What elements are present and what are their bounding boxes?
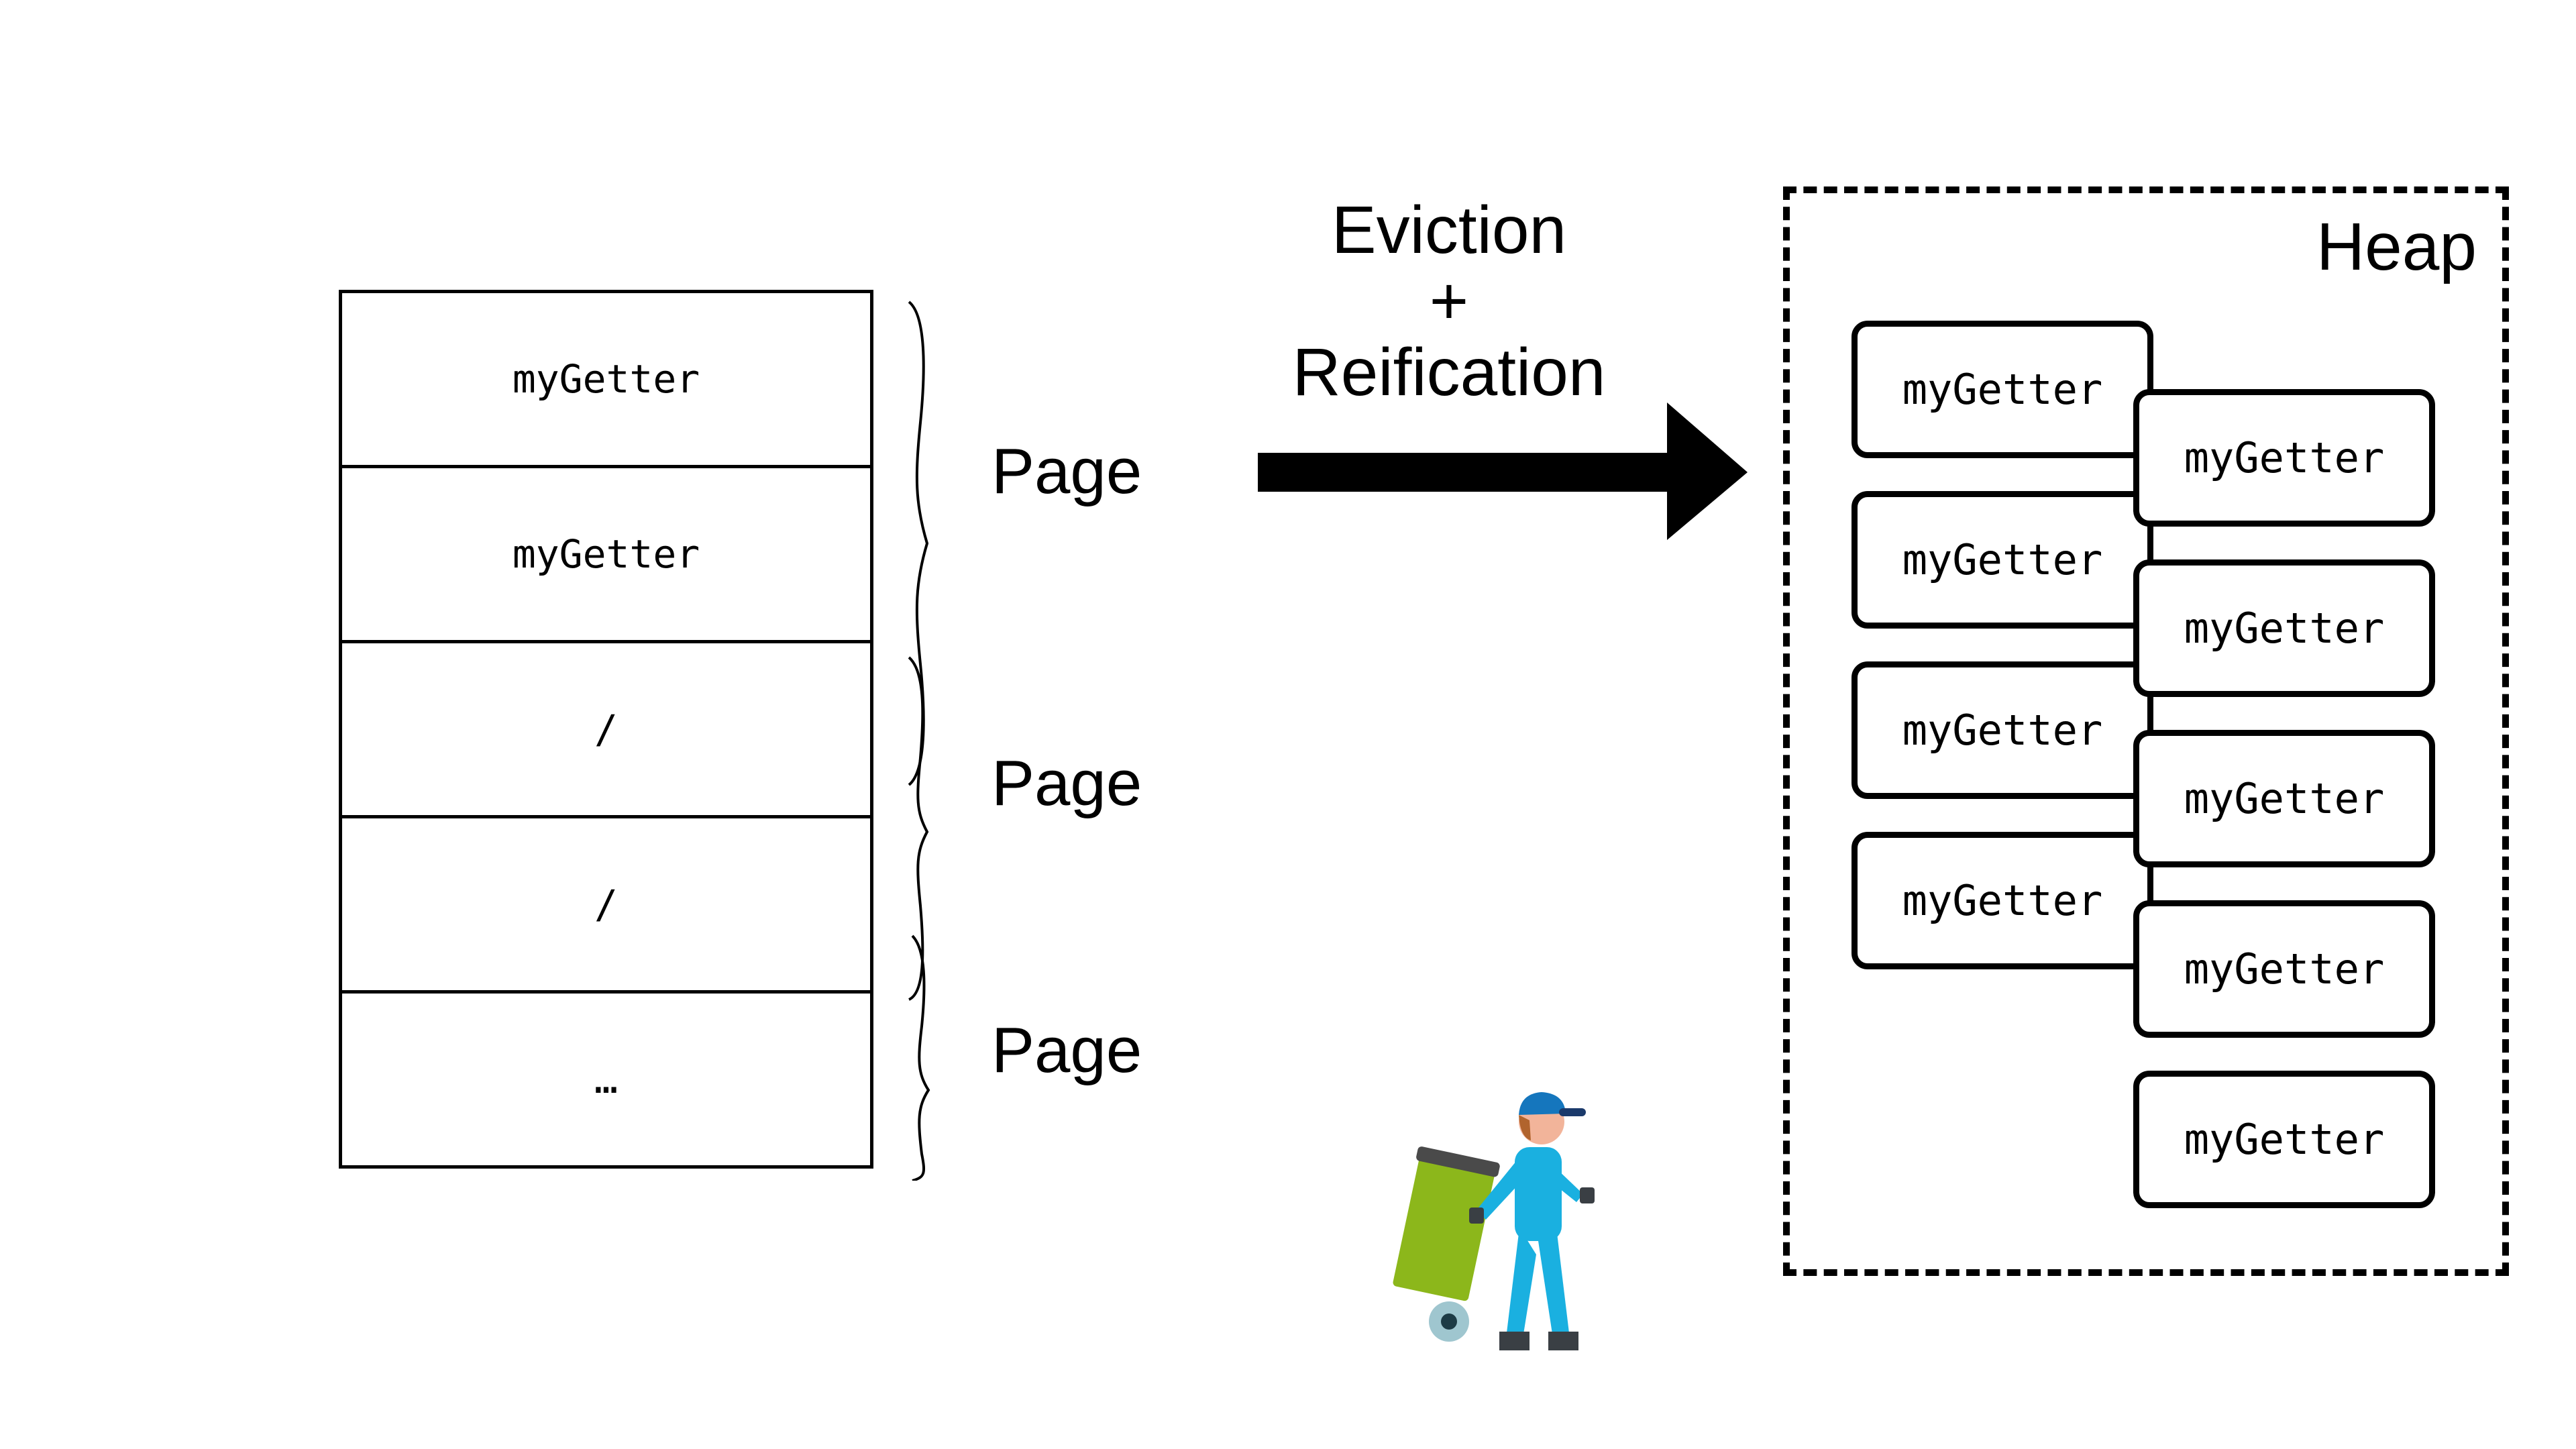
heap-region: Heap myGetter myGetter myGetter myGetter… bbox=[1783, 186, 2509, 1276]
right-arrow-icon bbox=[1258, 402, 1748, 540]
memory-table: myGetter myGetter / / … bbox=[339, 290, 873, 1169]
garbage-collector-worker-icon bbox=[1393, 1092, 1595, 1350]
heap-object: myGetter bbox=[2133, 559, 2435, 697]
memory-cell: / bbox=[342, 818, 870, 994]
heap-object: myGetter bbox=[2133, 900, 2435, 1038]
heap-object: myGetter bbox=[1851, 661, 2153, 799]
page-braces bbox=[908, 301, 930, 1181]
heap-object: myGetter bbox=[2133, 730, 2435, 867]
page-brace bbox=[911, 934, 930, 1181]
memory-cell: … bbox=[594, 1057, 618, 1102]
page-brace bbox=[908, 301, 929, 786]
heap-label: Heap bbox=[2316, 209, 2477, 284]
page-brace bbox=[908, 656, 929, 1001]
heap-object: myGetter bbox=[1851, 491, 2153, 629]
heap-object: myGetter bbox=[1851, 832, 2153, 969]
page-label: Page bbox=[991, 435, 1142, 507]
memory-cell: / bbox=[342, 643, 870, 818]
page-label: Page bbox=[991, 1014, 1142, 1086]
heap-object: myGetter bbox=[2133, 1071, 2435, 1208]
heap-object: myGetter bbox=[2133, 389, 2435, 527]
reification-label: Reification bbox=[1292, 335, 1606, 410]
memory-cell: myGetter bbox=[342, 293, 870, 468]
eviction-label: Eviction bbox=[1331, 193, 1567, 268]
page-label: Page bbox=[991, 747, 1142, 819]
arrow-caption: Eviction + Reification bbox=[1248, 195, 1650, 408]
plus-label: + bbox=[1429, 264, 1469, 339]
heap-object: myGetter bbox=[1851, 321, 2153, 458]
memory-cell: myGetter bbox=[342, 468, 870, 643]
